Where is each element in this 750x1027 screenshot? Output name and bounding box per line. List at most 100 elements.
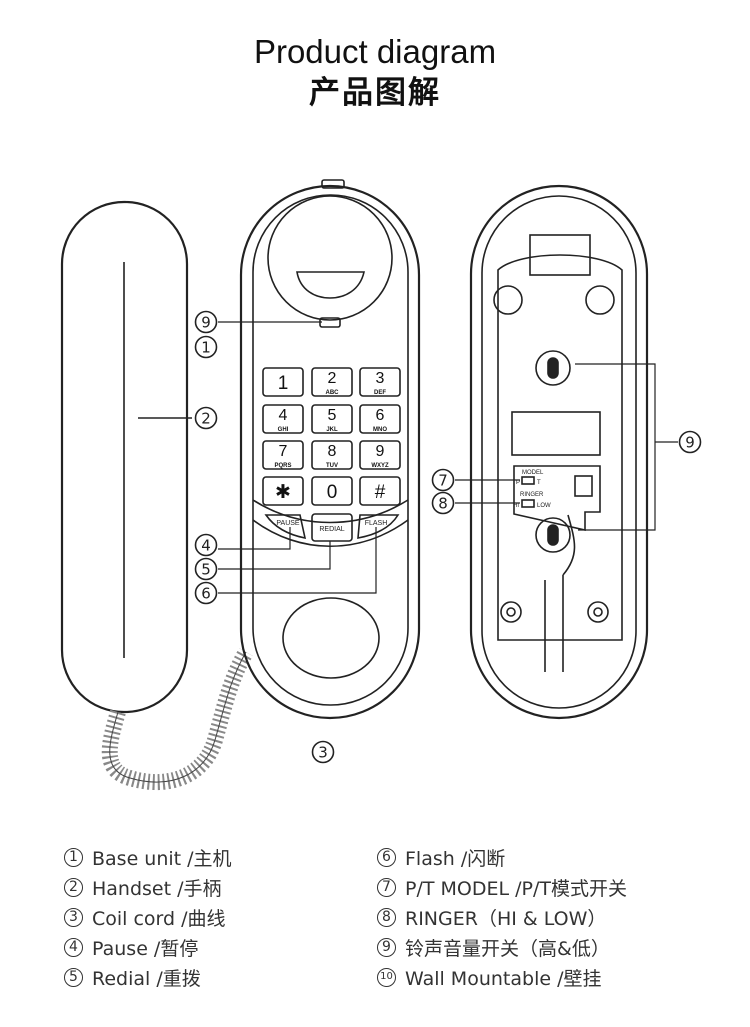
key-outline [262, 367, 304, 397]
flash-label: FLASH [365, 520, 388, 527]
legend-item: 2 Handset /手柄 [64, 872, 232, 902]
key-digit: 9 [376, 443, 385, 460]
key-outline [262, 440, 304, 470]
callouts: 9 1 2 4 5 6 3 9 7 8 [194, 310, 702, 764]
legend-text: Wall Mountable /壁挂 [405, 967, 602, 990]
legend-text: Redial /重拨 [92, 967, 201, 990]
callout-2: 2 [194, 406, 218, 430]
legend-number: 8 [377, 907, 396, 927]
redial-label: REDIAL [319, 526, 344, 533]
key-letters: PQRS [274, 463, 291, 469]
svg-text:4: 4 [201, 537, 211, 555]
key-11[interactable]: # [359, 476, 401, 506]
legend-item: 8 RINGER（HI & LOW） [377, 902, 627, 932]
legend-text: P/T MODEL /P/T模式开关 [405, 877, 627, 900]
flash-button[interactable] [357, 514, 400, 539]
key-digit: 5 [328, 407, 337, 424]
callout-9-back: 9 [678, 430, 702, 454]
key-outline [262, 476, 304, 506]
key-letters: MNO [373, 427, 387, 433]
legend-text: Flash /闪断 [405, 847, 506, 870]
key-outline [311, 476, 353, 506]
ringer-switch[interactable] [521, 499, 535, 508]
legend-item: 5 Redial /重拨 [64, 962, 232, 992]
ringer-switch-label: RINGER [520, 492, 544, 498]
key-digit: 1 [278, 373, 289, 394]
key-digit: # [375, 482, 386, 503]
svg-text:9: 9 [685, 434, 695, 452]
key-letters: WXYZ [371, 463, 389, 469]
key-10[interactable]: 0 [311, 476, 353, 506]
legend-number: 1 [64, 847, 83, 867]
callout-3: 3 [311, 740, 335, 764]
legend-text: RINGER（HI & LOW） [405, 907, 607, 930]
svg-text:5: 5 [201, 561, 211, 579]
callout-7: 7 [431, 468, 455, 492]
key-letters: DEF [374, 390, 386, 396]
legend-number: 4 [64, 937, 83, 957]
callout-1: 1 [194, 335, 218, 359]
key-outline [359, 367, 401, 397]
model-switch-label: MODEL [522, 470, 544, 476]
svg-text:2: 2 [201, 410, 211, 428]
key-outline [359, 476, 401, 506]
key-letters: JKL [326, 427, 338, 433]
key-outline [262, 404, 304, 434]
page-title: Product diagram [253, 33, 497, 70]
legend-text: Base unit /主机 [92, 847, 232, 870]
callout-5: 5 [194, 557, 218, 581]
key-9[interactable]: ✱ [262, 476, 304, 506]
key-outline [311, 367, 353, 397]
key-outline [311, 404, 353, 434]
callout-4: 4 [194, 533, 218, 557]
key-0[interactable]: 1 [262, 367, 304, 397]
legend-text: Pause /暂停 [92, 937, 199, 960]
svg-text:3: 3 [318, 744, 328, 762]
callout-9-front: 9 [194, 310, 218, 334]
key-digit: ✱ [275, 482, 291, 503]
model-switch[interactable] [521, 476, 535, 485]
key-outline [311, 440, 353, 470]
callout-8: 8 [431, 491, 455, 515]
key-digit: 0 [327, 482, 338, 503]
svg-text:6: 6 [201, 585, 211, 603]
key-digit: 2 [328, 370, 337, 387]
key-digit: 4 [279, 407, 288, 424]
callout-6: 6 [194, 581, 218, 605]
key-outline [359, 404, 401, 434]
pause-button[interactable] [264, 514, 307, 540]
key-outline [359, 440, 401, 470]
legend-text: Handset /手柄 [92, 877, 222, 900]
pause-label: PAUSE [276, 520, 300, 527]
legend-item: 6 Flash /闪断 [377, 842, 627, 872]
legend-number: 5 [64, 967, 83, 987]
key-letters: GHI [278, 427, 289, 433]
base-unit-back: MODEL P T RINGER HI LOW [469, 184, 649, 720]
redial-button[interactable] [311, 513, 353, 542]
svg-text:9: 9 [201, 314, 211, 332]
legend-text: Coil cord /曲线 [92, 907, 226, 930]
coil-cord [101, 648, 253, 790]
legend-number: 6 [377, 847, 396, 867]
ringer-left-label: HI [513, 503, 519, 509]
legend-item: 4 Pause /暂停 [64, 932, 232, 962]
legend-number: 2 [64, 877, 83, 897]
leader-lines [218, 321, 678, 594]
key-digit: 3 [376, 370, 385, 387]
legend-number: 9 [377, 937, 396, 957]
legend-item: 1 Base unit /主机 [64, 842, 232, 872]
